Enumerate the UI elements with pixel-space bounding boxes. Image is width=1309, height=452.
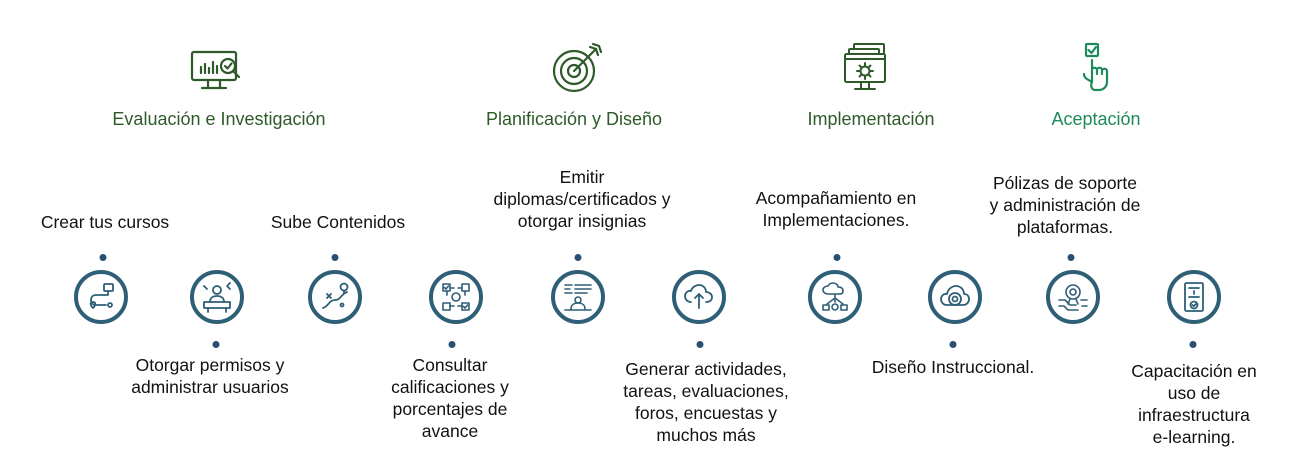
hand-checkbox-icon: [1082, 42, 1109, 92]
step-node-acompanamiento: [808, 270, 862, 324]
steps-timeline: [100, 297, 1195, 301]
phase-label-implementacion: Implementación: [807, 109, 935, 129]
connector-dot: [949, 341, 957, 348]
connector-dot: [212, 341, 220, 348]
step-label-crear-cursos: Crear tus cursos: [40, 212, 170, 232]
presenter-board-icon: [564, 284, 592, 311]
connector-dot: [833, 254, 841, 261]
step-node-permisos: [190, 270, 244, 324]
connector-dot: [99, 254, 107, 261]
connector-dot: [1189, 341, 1197, 348]
connector-dot: [1067, 254, 1075, 261]
cloud-network-icon: [822, 282, 848, 311]
cloud-disc-icon: [940, 285, 970, 306]
step-node-calificaciones: [429, 270, 483, 324]
step-node-actividades: [672, 270, 726, 324]
step-node-capacitacion: [1167, 270, 1221, 324]
user-desk-tools-icon: [203, 282, 231, 313]
connector-dot: [448, 341, 456, 348]
step-label-contenidos: Sube Contenidos: [270, 212, 406, 232]
step-label-actividades: Generar actividades,tareas, evaluaciones…: [623, 359, 789, 445]
path-lightbulb-icon: [322, 282, 349, 309]
step-label-diseno: Diseño Instruccional.: [871, 357, 1035, 377]
step-node-crear-cursos: [74, 270, 128, 324]
checklist-flow-icon: [442, 283, 470, 311]
phase-label-aceptacion: Aceptación: [1051, 109, 1141, 129]
phase-label-evaluacion: Evaluación e Investigación: [112, 109, 326, 129]
phase-label-planificacion: Planificación y Diseño: [485, 109, 663, 129]
document-check-icon: [1184, 282, 1204, 312]
connector-dot: [696, 341, 704, 348]
cloud-upload-icon: [684, 284, 713, 309]
connector-dot: [331, 254, 339, 261]
support-badge-hands-icon: [1058, 284, 1088, 311]
monitor-gear-icon: [844, 43, 886, 90]
target-arrow-icon: [552, 42, 603, 93]
step-node-contenidos: [308, 270, 362, 324]
step-node-polizas: [1046, 270, 1100, 324]
step-node-diseno: [928, 270, 982, 324]
step-node-diplomas: [551, 270, 605, 324]
connector-dot: [574, 254, 582, 261]
phase-timeline: [85, 95, 1228, 99]
monitor-chart-search-icon: [190, 50, 241, 90]
route-map-icon: [89, 283, 114, 309]
